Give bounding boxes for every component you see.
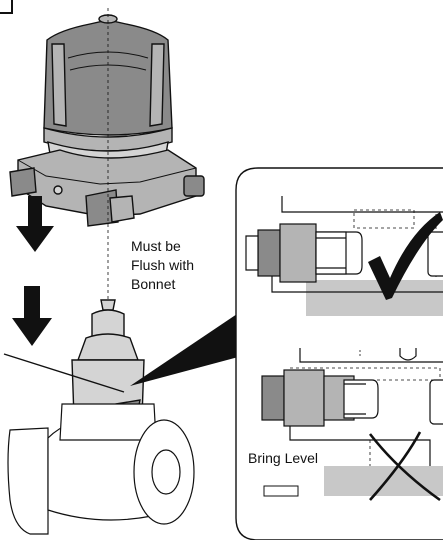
flange-end-cap-right: [183, 175, 205, 197]
incorrect-example: [261, 348, 443, 502]
set-screw: [53, 185, 63, 195]
flange-block-left: [9, 167, 37, 197]
bring-level-label: Bring Level: [248, 450, 318, 466]
valve-flange-left: [7, 427, 49, 535]
actuator-clip-right: [149, 43, 165, 127]
screw-head-top: [257, 229, 281, 277]
actuator-cap: [43, 19, 173, 136]
small-marker: [263, 485, 299, 497]
valve-body: [7, 403, 195, 535]
down-arrow-upper: [16, 196, 54, 252]
screw-shaft-bottom: [343, 379, 379, 419]
stem-tip: [100, 299, 116, 311]
flange-front-screw: [109, 195, 135, 223]
correct-example: [245, 196, 443, 316]
flush-label-line1: Must be: [131, 238, 181, 254]
screw-head-bottom: [261, 375, 285, 421]
flush-label-line2: Flush with: [131, 257, 194, 273]
check-mark-icon: [368, 212, 443, 300]
gray-base-top: [306, 280, 443, 316]
screw-body-bottom: [283, 369, 325, 427]
outline-step-bottom: [289, 414, 431, 466]
actuator-assembly: [9, 14, 205, 227]
bonnet-plate-bottom: [299, 348, 443, 363]
bonnet-outline-dashed-top: [353, 209, 415, 229]
valve-port: [151, 449, 181, 495]
valve-neck: [59, 403, 157, 441]
actuator-clip-left: [51, 43, 67, 127]
bonnet-cone: [77, 333, 139, 361]
corner-mark: [0, 0, 13, 14]
screw-body-top: [279, 223, 317, 283]
bonnet-plate-top: [281, 196, 443, 213]
gray-base-bottom: [324, 466, 443, 496]
flush-label-line3: Bonnet: [131, 276, 175, 292]
screw-tip-top-right: [427, 231, 443, 277]
level-reference-line: [3, 353, 125, 393]
cross-mark-icon: [368, 431, 441, 502]
down-arrow-lower: [12, 286, 52, 346]
magnified-view: Bring Level: [235, 167, 443, 541]
magnifier-pointer: [130, 312, 242, 386]
screw-tip-bottom-right: [429, 379, 443, 425]
